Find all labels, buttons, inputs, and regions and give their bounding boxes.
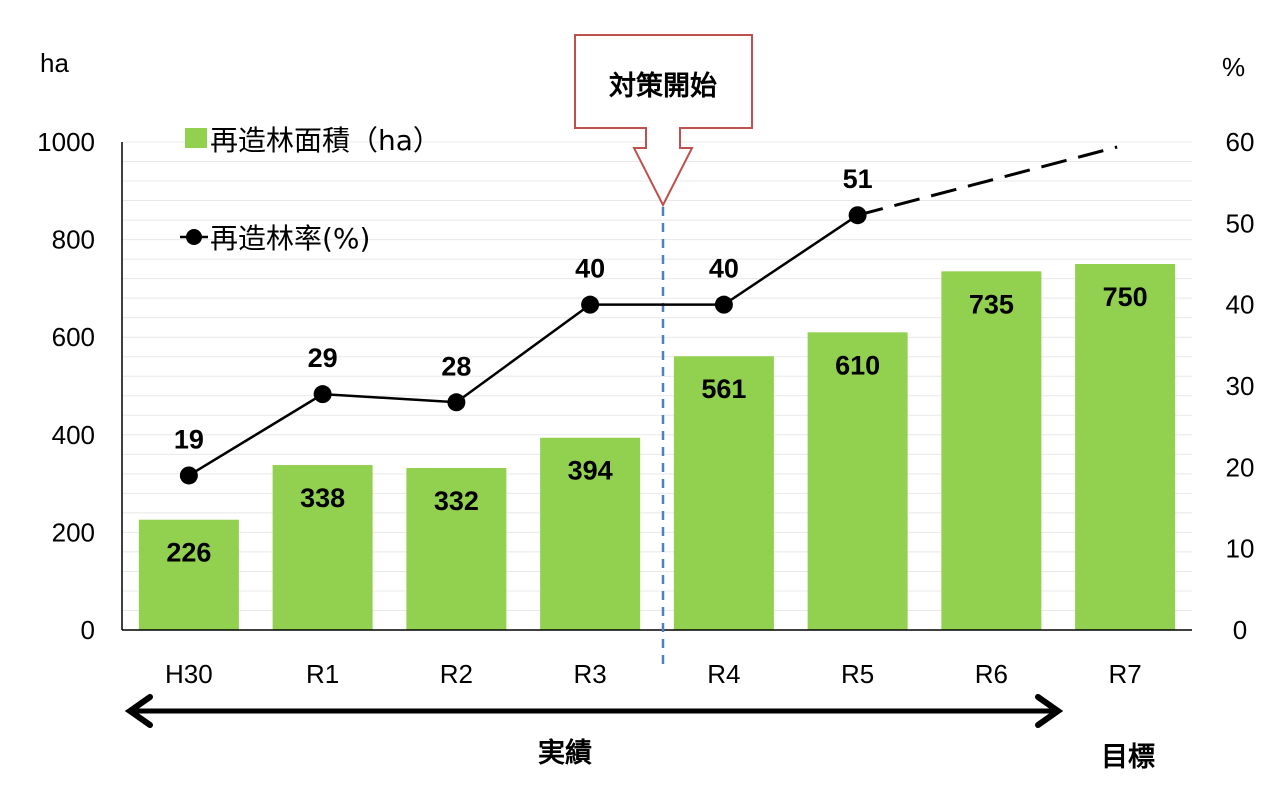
left-axis-ticks: 0 200 400 600 800 1000 [37,127,95,645]
period-arrow-left-head [124,694,153,728]
rate-marker [581,295,600,314]
right-tick-label: 0 [1233,615,1247,645]
category-label: R2 [440,659,473,689]
right-tick-label: 20 [1226,452,1255,482]
bar-value-label: 394 [568,456,613,486]
bar-r2 [406,467,507,630]
left-axis-unit: ha [40,48,69,78]
actual-label: 実績 [538,737,592,769]
bar-r5 [807,332,908,630]
legend-line-label: 再造林率(%) [210,222,370,255]
category-label: R5 [841,659,874,689]
rate-value-labels: 19 29 28 40 40 51 [174,164,873,454]
right-tick-label: 50 [1226,208,1255,238]
bar-h30 [138,519,239,630]
category-labels: H30 R1 R2 R3 R4 R5 R6 R7 [165,659,1142,689]
bar-value-label: 226 [166,538,211,568]
target-label: 目標 [1101,742,1155,773]
category-label: R6 [975,659,1008,689]
left-tick-label: 0 [81,615,95,645]
left-tick-label: 1000 [37,127,95,157]
right-axis-ticks: 0 10 20 30 40 50 60 [1226,127,1255,645]
right-tick-label: 60 [1226,127,1255,157]
rate-line [179,145,1118,485]
rate-value-label: 51 [843,164,873,194]
rate-target-dashed-line [857,145,1118,217]
legend-line-marker [186,229,202,245]
bar-value-label: 332 [434,486,479,516]
right-tick-label: 40 [1226,290,1255,320]
rate-marker [714,295,733,314]
rate-marker [848,206,867,225]
rate-value-label: 28 [441,351,471,381]
bar-r4 [673,356,774,630]
bar-r6 [941,271,1042,630]
rate-value-label: 29 [308,343,338,373]
rate-marker [179,466,198,485]
rate-value-label: 40 [575,254,605,284]
period-arrow-right-head [1035,694,1064,728]
bar-r1 [272,465,373,630]
right-tick-label: 10 [1226,534,1255,564]
bar-value-label: 338 [300,483,345,513]
callout-arrow-box [574,34,753,208]
right-tick-label: 30 [1226,371,1255,401]
rate-value-label: 19 [174,424,204,454]
category-label: R4 [707,659,740,689]
bar-r7 [1075,264,1176,630]
category-label: R7 [1109,659,1142,689]
category-label: R3 [574,659,607,689]
bar-value-label: 735 [969,289,1014,319]
callout-text: 対策開始 [609,70,717,102]
left-tick-label: 800 [52,225,95,255]
rate-marker [447,393,466,412]
bar-value-label: 561 [701,374,746,404]
legend-bar-swatch [185,128,207,148]
rate-value-label: 40 [709,254,739,284]
legend-bar-label: 再造林面積（ha） [210,124,441,157]
bar-r3 [540,437,641,630]
category-label: R1 [306,659,339,689]
right-axis-unit: % [1222,52,1245,82]
left-tick-label: 200 [52,517,95,547]
rate-line-path [188,214,859,477]
left-tick-label: 600 [52,322,95,352]
bar-value-label: 750 [1103,282,1148,312]
category-label: H30 [165,659,213,689]
left-tick-label: 400 [52,420,95,450]
bars [138,264,1176,630]
bar-value-labels: 226 338 332 394 561 610 735 750 [166,282,1147,568]
bar-value-label: 610 [835,350,880,380]
rate-marker [313,385,332,404]
